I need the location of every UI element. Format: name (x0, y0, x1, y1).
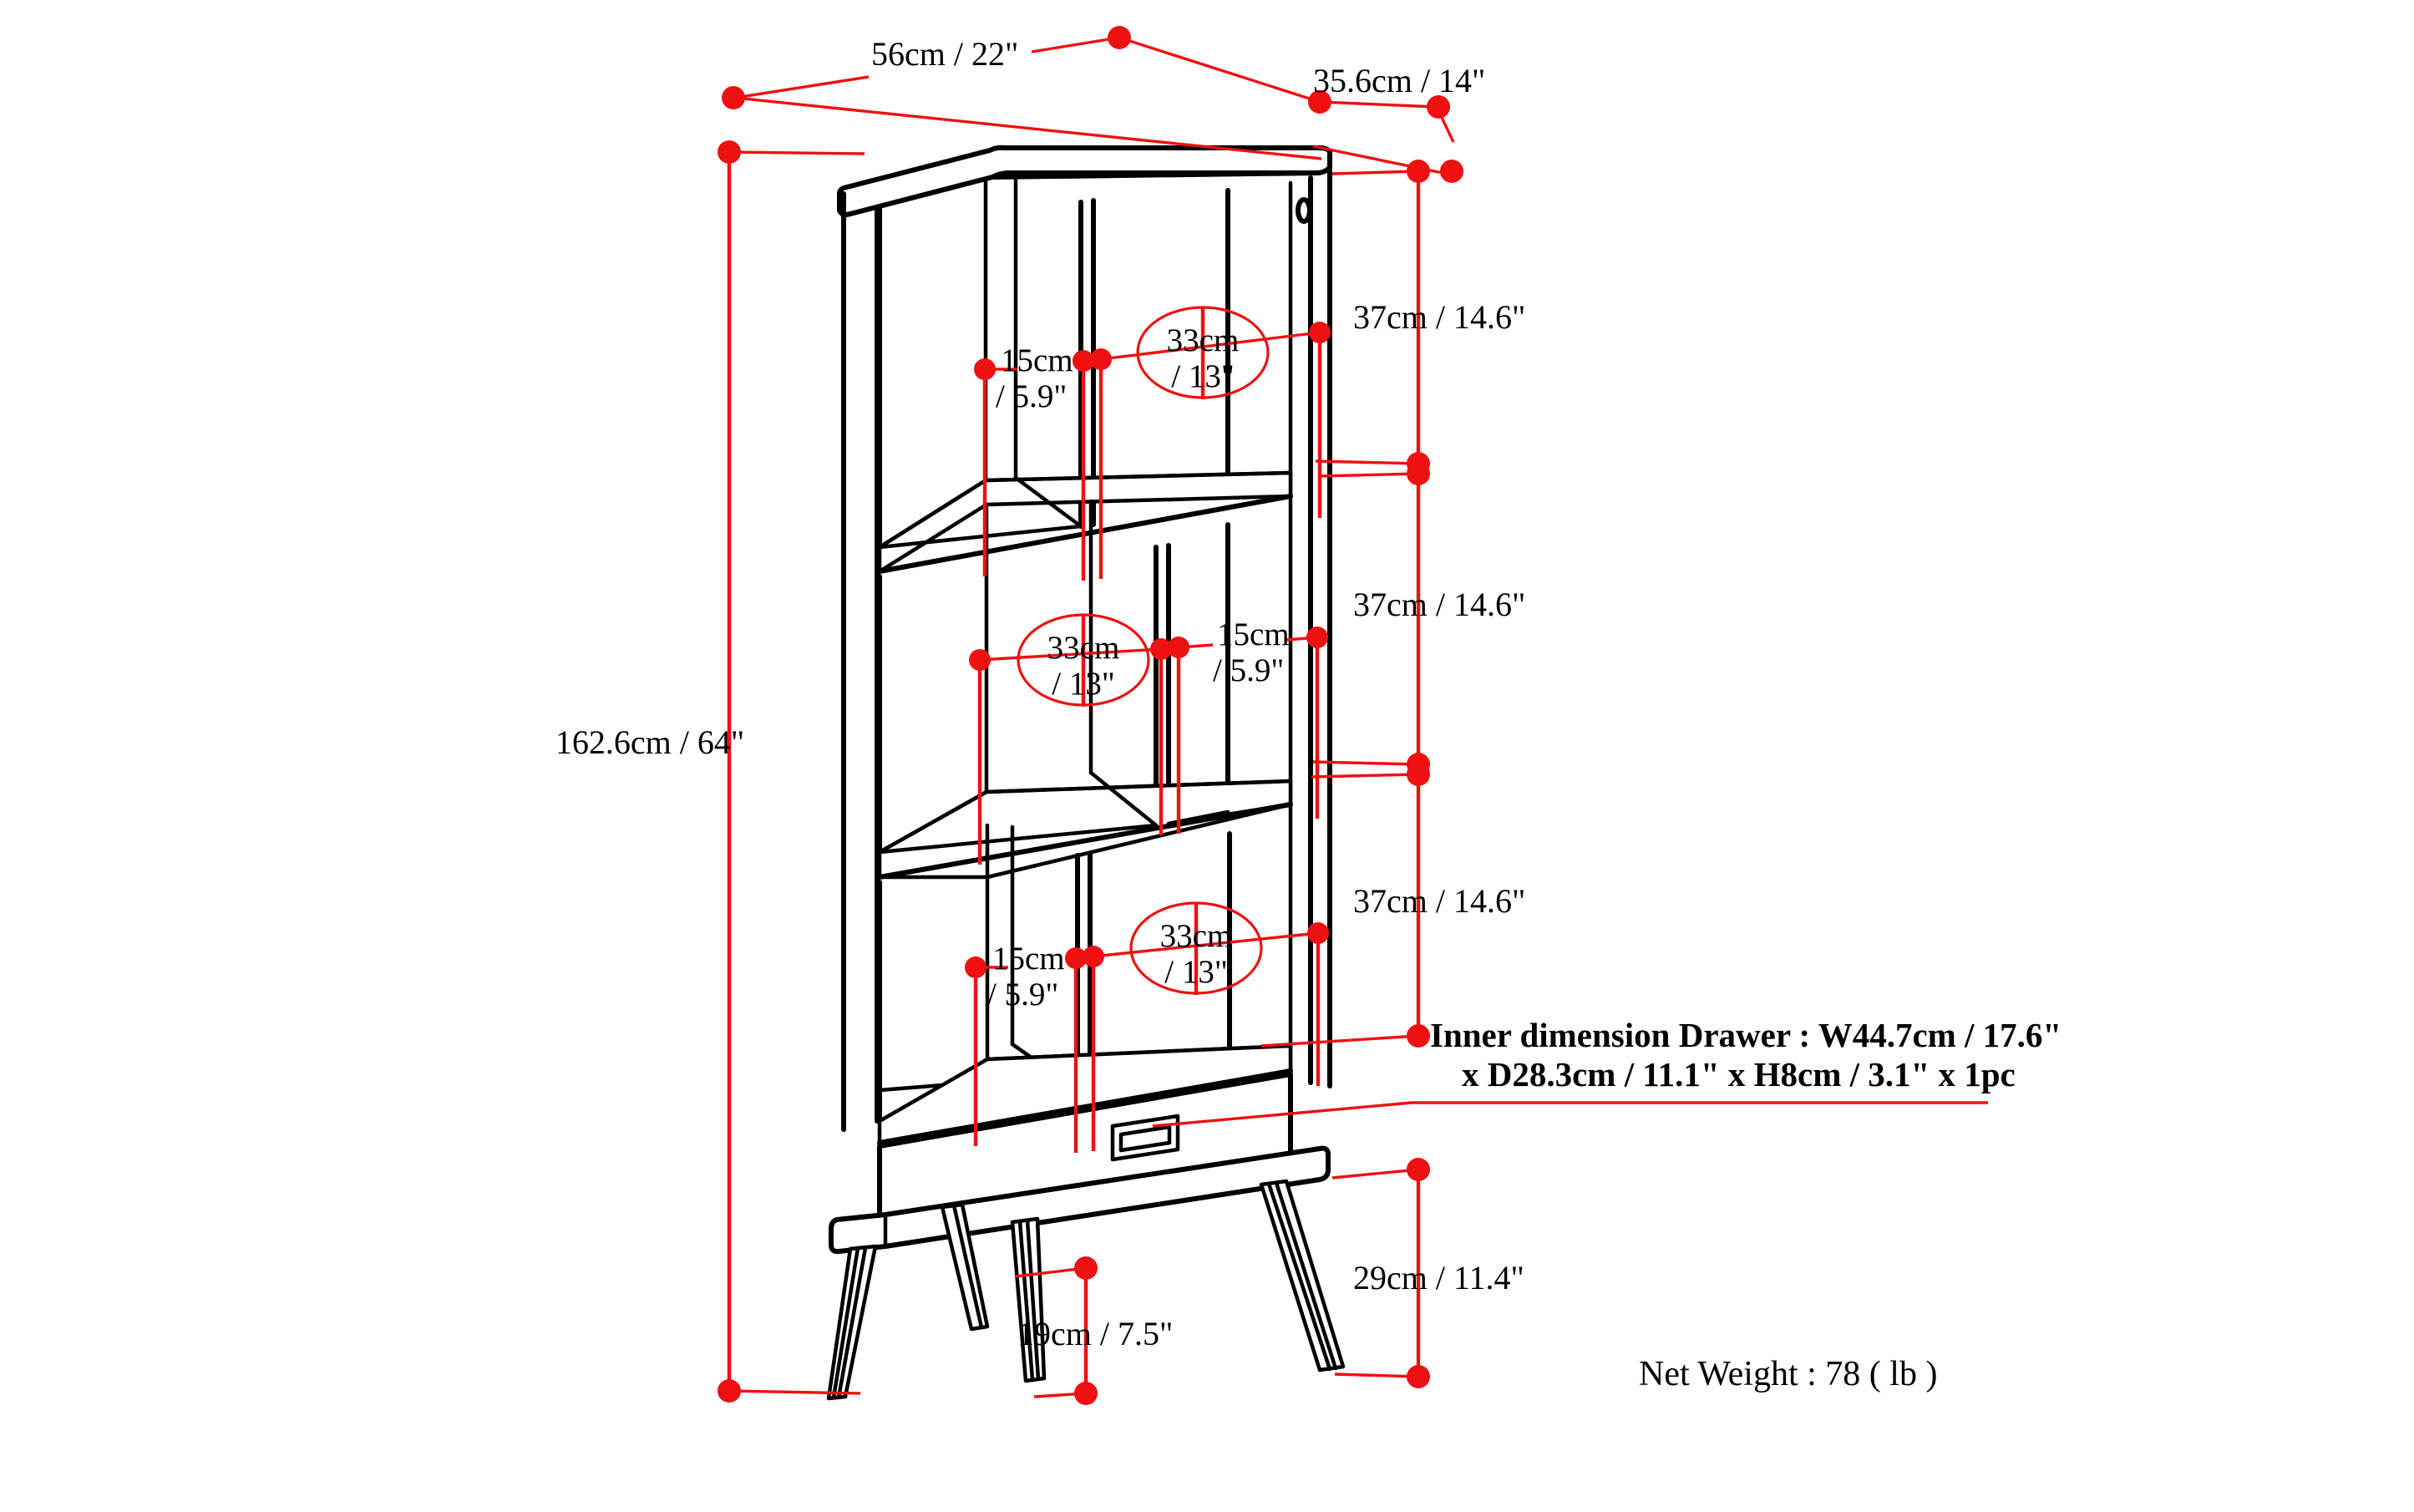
cubby-middle-right-line2: / 5.9" (1213, 652, 1284, 688)
legs (826, 1179, 1346, 1401)
cubby-top-left-line1: 15cm (1001, 342, 1073, 378)
dim-total-height: 162.6cm / 64" (555, 140, 865, 1403)
cubby-top-left-line2: / 5.9" (996, 378, 1067, 414)
dim-dot (1407, 763, 1430, 786)
drawer (877, 1072, 1293, 1239)
dimension-annotations: 56cm / 22" 35.6cm / 14" (555, 26, 2062, 1405)
dim-dot (1427, 95, 1450, 119)
dim-dot (965, 956, 986, 978)
dim-total-height-label: 162.6cm / 64" (555, 723, 744, 761)
dim-dot (1074, 1256, 1098, 1280)
callout-drawer-line2: x D28.3cm / 11.1" x H8cm / 3.1" x 1pc (1462, 1055, 2016, 1093)
cubby-bottom-left-line2: / 5.9" (987, 977, 1058, 1012)
dim-dot (1108, 26, 1131, 49)
cubby-middle-right-line1: 15cm (1217, 616, 1290, 652)
cubby-top-right-line2: / 13" (1171, 358, 1235, 394)
cubby-middle-left-line1: 33cm (1047, 630, 1120, 666)
cubby-row-top: 15cm / 5.9" 33cm / 13" (974, 306, 1331, 581)
dim-dot (718, 140, 741, 164)
dim-dot (1407, 1365, 1430, 1388)
callout-drawer-line1: Inner dimension Drawer : W44.7cm / 17.6" (1430, 1016, 2062, 1054)
top-board (837, 145, 1332, 217)
cord-hole-icon (1296, 197, 1312, 224)
dim-dot (718, 1379, 741, 1403)
cubby-bottom-right-line1: 33cm (1160, 918, 1233, 954)
dim-width-label: 56cm / 22" (871, 35, 1018, 73)
dim-leg-clearance-label: 19cm / 7.5" (1017, 1315, 1173, 1352)
cubby-bottom-right-line2: / 13" (1164, 954, 1228, 990)
dim-shelf-middle-label: 37cm / 14.6" (1353, 586, 1525, 623)
dim-dot (1440, 160, 1463, 183)
cubby-top-right-line1: 33cm (1167, 322, 1240, 358)
dim-dot (1407, 462, 1430, 485)
dim-shelf-heights: 37cm / 14.6" 37cm / 14.6" 37cm / 14.6" (1311, 170, 1525, 1036)
dim-shelf-bottom-label: 37cm / 14.6" (1353, 882, 1525, 920)
dim-shelf-top-label: 37cm / 14.6" (1353, 298, 1525, 336)
cubby-row-middle: 33cm / 13" 15cm / 5.9" (969, 613, 1328, 865)
dim-depth-label: 35.6cm / 14" (1313, 62, 1485, 99)
dim-leg-clearance: 19cm / 7.5" (1014, 1256, 1173, 1405)
net-weight-label: Net Weight : 78 ( lb ) (1639, 1355, 1937, 1393)
dim-dot (1074, 1382, 1098, 1405)
bookcase-illustration (826, 145, 1346, 1401)
dim-depth: 35.6cm / 14" (1312, 62, 1485, 183)
cubby-bottom-left-line1: 15cm (992, 941, 1065, 977)
dim-base-height: 29cm / 11.4" (1331, 1158, 1524, 1388)
cubby-middle-left-line2: / 13" (1052, 666, 1115, 702)
dim-width: 56cm / 22" (722, 26, 1331, 160)
drawer-handle-icon (1110, 1114, 1180, 1162)
dim-dot (974, 358, 996, 380)
dim-dot (1407, 1158, 1430, 1181)
dim-base-height-label: 29cm / 11.4" (1353, 1259, 1524, 1296)
callout-drawer-inner: Inner dimension Drawer : W44.7cm / 17.6"… (1152, 1012, 2062, 1128)
dim-dot (722, 86, 745, 109)
cubby-row-bottom: 15cm / 5.9" 33cm / 13" (965, 901, 1329, 1153)
